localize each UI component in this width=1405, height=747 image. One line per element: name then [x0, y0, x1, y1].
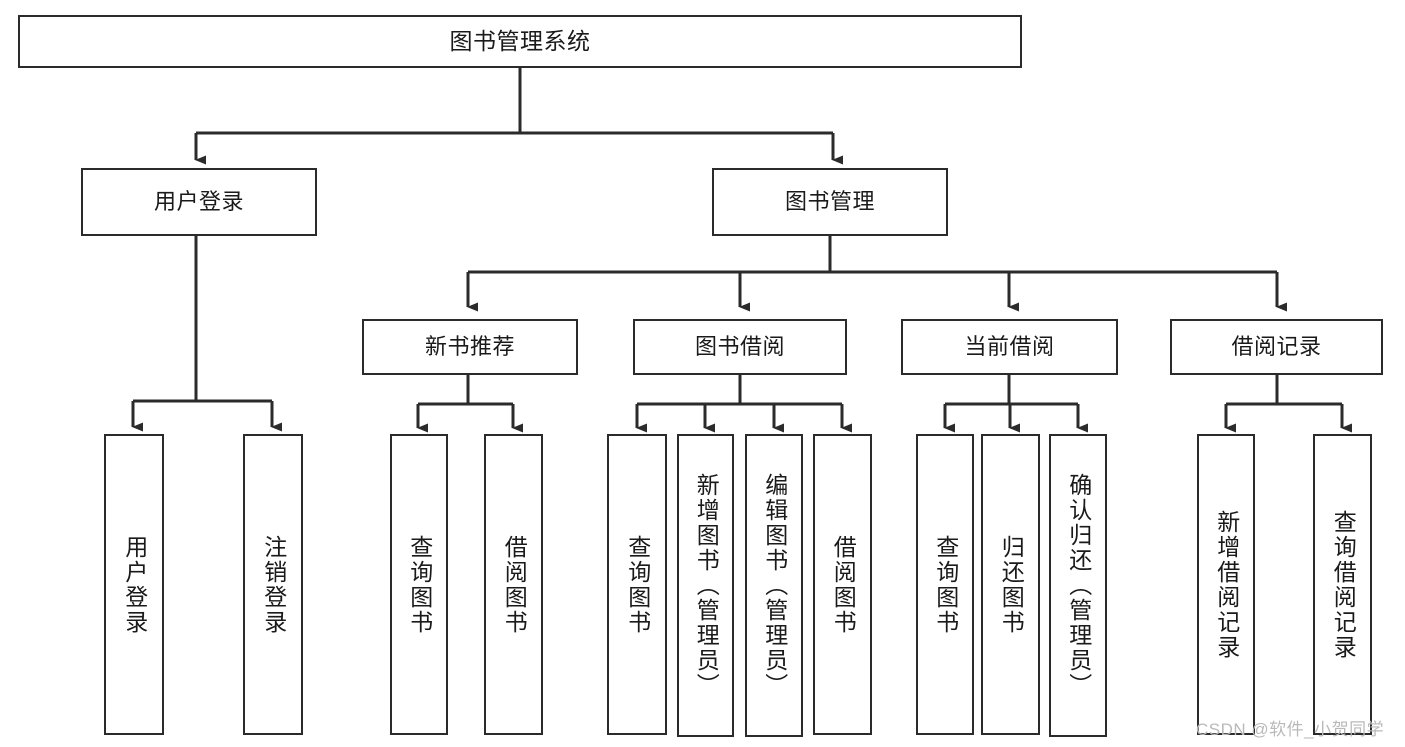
node-root-system[interactable]: 图书管理系统 — [18, 15, 1022, 68]
leaf-borrow-borrow-book[interactable]: 借阅图书 — [813, 434, 872, 735]
leaf-borrow-query-book[interactable]: 查询图书 — [607, 434, 667, 735]
node-label: 借阅图书 — [501, 534, 528, 635]
node-label: 编辑图书（管理员） — [761, 473, 788, 698]
node-label: 用户登录 — [121, 534, 148, 635]
node-label: 当前借阅 — [964, 334, 1055, 360]
node-new-book-recommend[interactable]: 新书推荐 — [362, 319, 578, 375]
node-label: 查询图书 — [932, 534, 959, 635]
leaf-user-login-login[interactable]: 用户登录 — [104, 434, 164, 735]
node-label: 新书推荐 — [424, 334, 515, 360]
leaf-current-return-book[interactable]: 归还图书 — [981, 434, 1040, 735]
node-book-management[interactable]: 图书管理 — [712, 168, 948, 236]
leaf-recommend-query-book[interactable]: 查询图书 — [390, 434, 448, 735]
leaf-borrow-edit-book-admin[interactable]: 编辑图书（管理员） — [745, 434, 803, 737]
node-book-borrow[interactable]: 图书借阅 — [633, 319, 847, 375]
leaf-record-query-record[interactable]: 查询借阅记录 — [1313, 434, 1372, 735]
node-label: 新增图书（管理员） — [693, 473, 720, 698]
node-label: 新增借阅记录 — [1213, 509, 1240, 660]
node-label: 确认归还（管理员） — [1065, 473, 1092, 698]
node-borrow-record[interactable]: 借阅记录 — [1170, 319, 1383, 375]
node-label: 图书管理 — [784, 189, 875, 215]
node-label: 查询图书 — [624, 534, 651, 635]
node-label: 借阅图书 — [830, 534, 857, 635]
leaf-recommend-borrow-book[interactable]: 借阅图书 — [484, 434, 543, 735]
node-label: 查询借阅记录 — [1330, 509, 1357, 660]
leaf-record-add-record[interactable]: 新增借阅记录 — [1197, 434, 1255, 735]
node-label: 用户登录 — [153, 189, 244, 215]
csdn-watermark: CSDN @软件_小贺同学 — [1196, 720, 1385, 739]
node-label: 借阅记录 — [1231, 334, 1322, 360]
leaf-user-login-logout[interactable]: 注销登录 — [243, 434, 303, 735]
node-current-borrow[interactable]: 当前借阅 — [901, 319, 1118, 375]
leaf-current-query-book[interactable]: 查询图书 — [916, 434, 974, 735]
node-label: 归还图书 — [998, 534, 1025, 635]
node-label: 图书借阅 — [694, 334, 785, 360]
leaf-borrow-add-book-admin[interactable]: 新增图书（管理员） — [677, 434, 734, 737]
node-label: 查询图书 — [406, 534, 433, 635]
node-user-login[interactable]: 用户登录 — [81, 168, 317, 236]
node-label: 注销登录 — [260, 534, 287, 635]
leaf-current-confirm-return-admin[interactable]: 确认归还（管理员） — [1049, 434, 1107, 737]
node-label: 图书管理系统 — [449, 28, 591, 55]
